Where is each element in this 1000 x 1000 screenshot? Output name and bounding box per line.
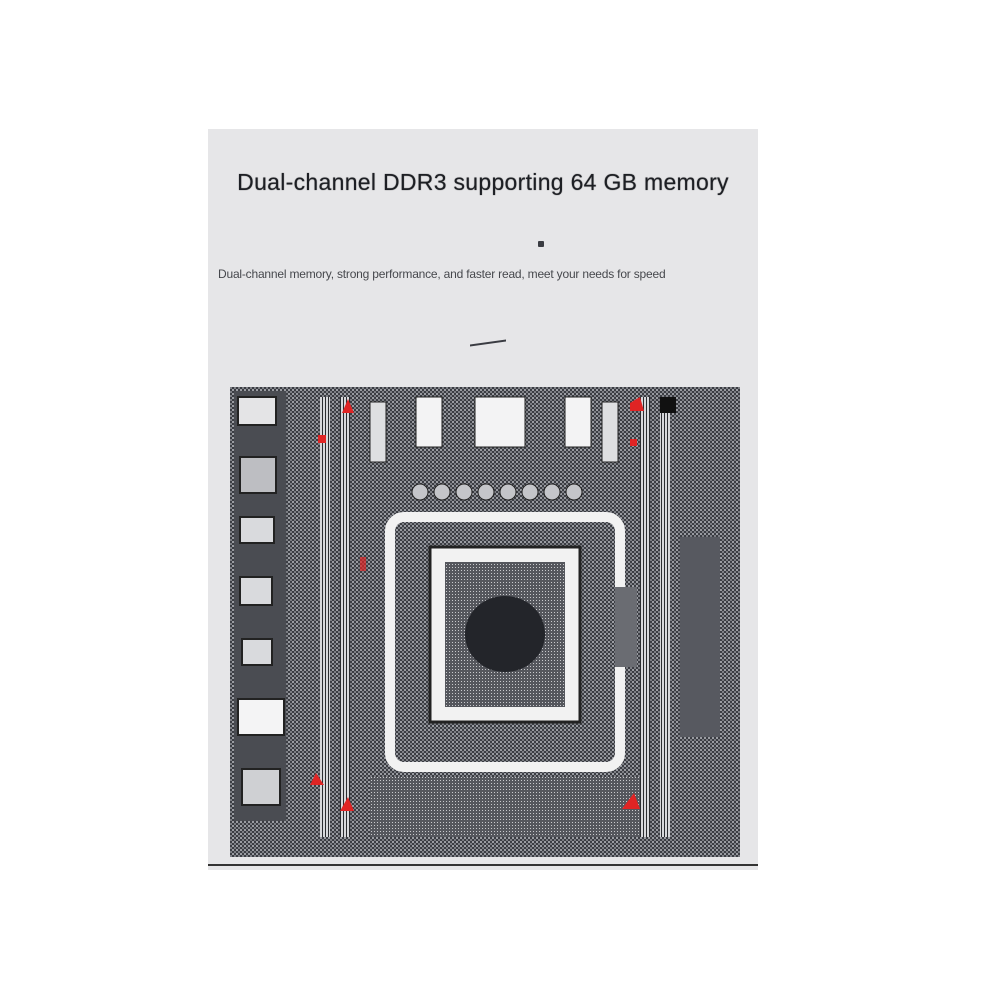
io-port: [239, 456, 277, 494]
lower-area: [370, 777, 640, 837]
product-panel: Dual-channel DDR3 supporting 64 GB memor…: [208, 129, 758, 870]
socket-lever: [615, 587, 637, 667]
decorative-mark: [470, 334, 506, 347]
io-port: [241, 768, 281, 806]
dimm-slot: [640, 397, 650, 837]
vrm-block: [601, 401, 619, 463]
right-edge: [680, 537, 720, 737]
io-port: [239, 576, 273, 606]
baseline: [208, 864, 758, 866]
vrm-block: [369, 401, 387, 463]
io-port: [241, 638, 273, 666]
dark-block: [660, 397, 676, 413]
decorative-dot: [538, 241, 544, 247]
dimm-slot: [660, 397, 670, 837]
io-port: [237, 396, 277, 426]
vrm-block: [564, 396, 592, 448]
subline: Dual-channel memory, strong performance,…: [218, 267, 666, 281]
motherboard-image: [230, 387, 740, 857]
vrm-block: [474, 396, 526, 448]
red-accents: [310, 397, 644, 811]
dimm-slot: [340, 397, 350, 837]
dimm-slot: [320, 397, 330, 837]
headline: Dual-channel DDR3 supporting 64 GB memor…: [237, 169, 729, 195]
capacitor-row: [411, 483, 583, 501]
vrm-block: [415, 396, 443, 448]
io-port: [237, 698, 285, 736]
io-port: [239, 516, 275, 544]
cpu-socket-center: [465, 596, 545, 672]
